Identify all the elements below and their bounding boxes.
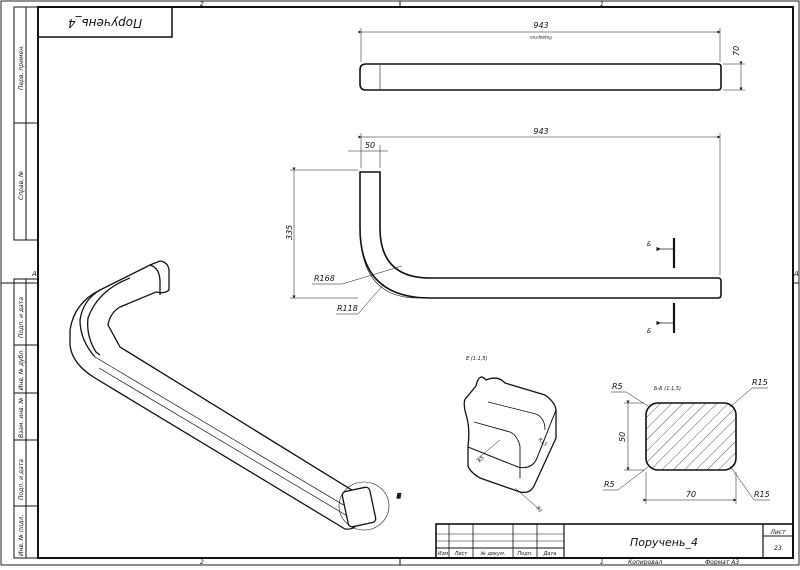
- front-view: 943 50 335 R168 R118 Б Б: [285, 127, 722, 335]
- zone-top-left: 2: [200, 1, 204, 8]
- tb-name: Поручень_4: [630, 536, 698, 549]
- front-dim-end: 50: [365, 141, 375, 150]
- tb-col-list: Лист: [454, 551, 469, 557]
- top-dim-height: 70: [732, 46, 741, 56]
- section-r-bottom-left: R5: [604, 480, 615, 489]
- tb-format: Формат А3: [705, 559, 739, 566]
- detail-view: Е (1:1,5) R5 R15 R1: [463, 356, 557, 514]
- title-block: Изм Лист № докум. Подп. Дата Поручень_4 …: [435, 523, 794, 566]
- top-dim-length: 943: [533, 21, 548, 30]
- zone-bottom-left: 2: [200, 559, 204, 566]
- tb-sheet-label: Лист: [769, 529, 786, 536]
- top-view: 943 Развертка 70: [358, 21, 745, 91]
- detail-label: Е (1:1,5): [466, 356, 488, 362]
- iso-detail-mark: Е: [397, 493, 401, 500]
- section-dim-width: 70: [686, 490, 696, 499]
- stamp-podp-data-1: Подп. и дата: [18, 297, 25, 338]
- tb-col-dokum: № докум.: [480, 551, 506, 557]
- detail-radius-small: R5: [477, 455, 486, 464]
- stamp-sprav-no: Справ. №: [18, 171, 25, 200]
- front-dim-length: 943: [533, 127, 548, 136]
- stamp-inv-dubl: Инв. № дубл.: [18, 349, 25, 390]
- section-r-bottom-right: R15: [754, 490, 770, 499]
- section-mark-top: Б: [647, 241, 651, 248]
- section-label: Б-Б (1:1,5): [654, 386, 681, 392]
- section-mark-bottom: Б: [647, 328, 651, 335]
- stamp-podp-data-2: Подп. и дата: [18, 459, 25, 500]
- section-r-top-right: R15: [752, 378, 768, 387]
- side-stamp: Перв. примен. Справ. № Подп. и дата Инв.…: [13, 6, 39, 559]
- stamp-vzam-inv: Взам. инв. №: [18, 397, 25, 438]
- stamp-inv-podl: Инв. № подл.: [18, 515, 25, 556]
- tb-copied: Копировал: [628, 559, 662, 566]
- zone-right-mid: A: [793, 270, 799, 278]
- detail-radius-large: R15: [537, 437, 548, 448]
- front-radius-outer: R168: [314, 274, 335, 283]
- detail-radius-mid: R1: [534, 505, 543, 514]
- stamp-perv-primen: Перв. примен.: [18, 45, 25, 90]
- tb-sheet-number: 23: [774, 545, 782, 552]
- section-r-top-left: R5: [612, 382, 623, 391]
- section-dim-height: 50: [618, 432, 627, 442]
- title-box-text: Поручень_4: [68, 16, 142, 30]
- tb-col-data: Дата: [543, 551, 557, 557]
- zone-bottom-right: 1: [600, 559, 604, 566]
- front-radius-inner: R118: [337, 304, 358, 313]
- section-view: Б-Б (1:1,5) R5 R15 R5 R15 50 70: [603, 378, 770, 504]
- zone-left-mid: A: [31, 270, 37, 278]
- zone-top-right: 1: [600, 1, 604, 8]
- top-note: Развертка: [530, 35, 552, 40]
- iso-view: Е: [69, 260, 402, 531]
- tb-col-izm: Изм: [438, 551, 448, 557]
- tb-col-podp: Подп.: [517, 551, 532, 557]
- front-dim-height: 335: [285, 225, 294, 240]
